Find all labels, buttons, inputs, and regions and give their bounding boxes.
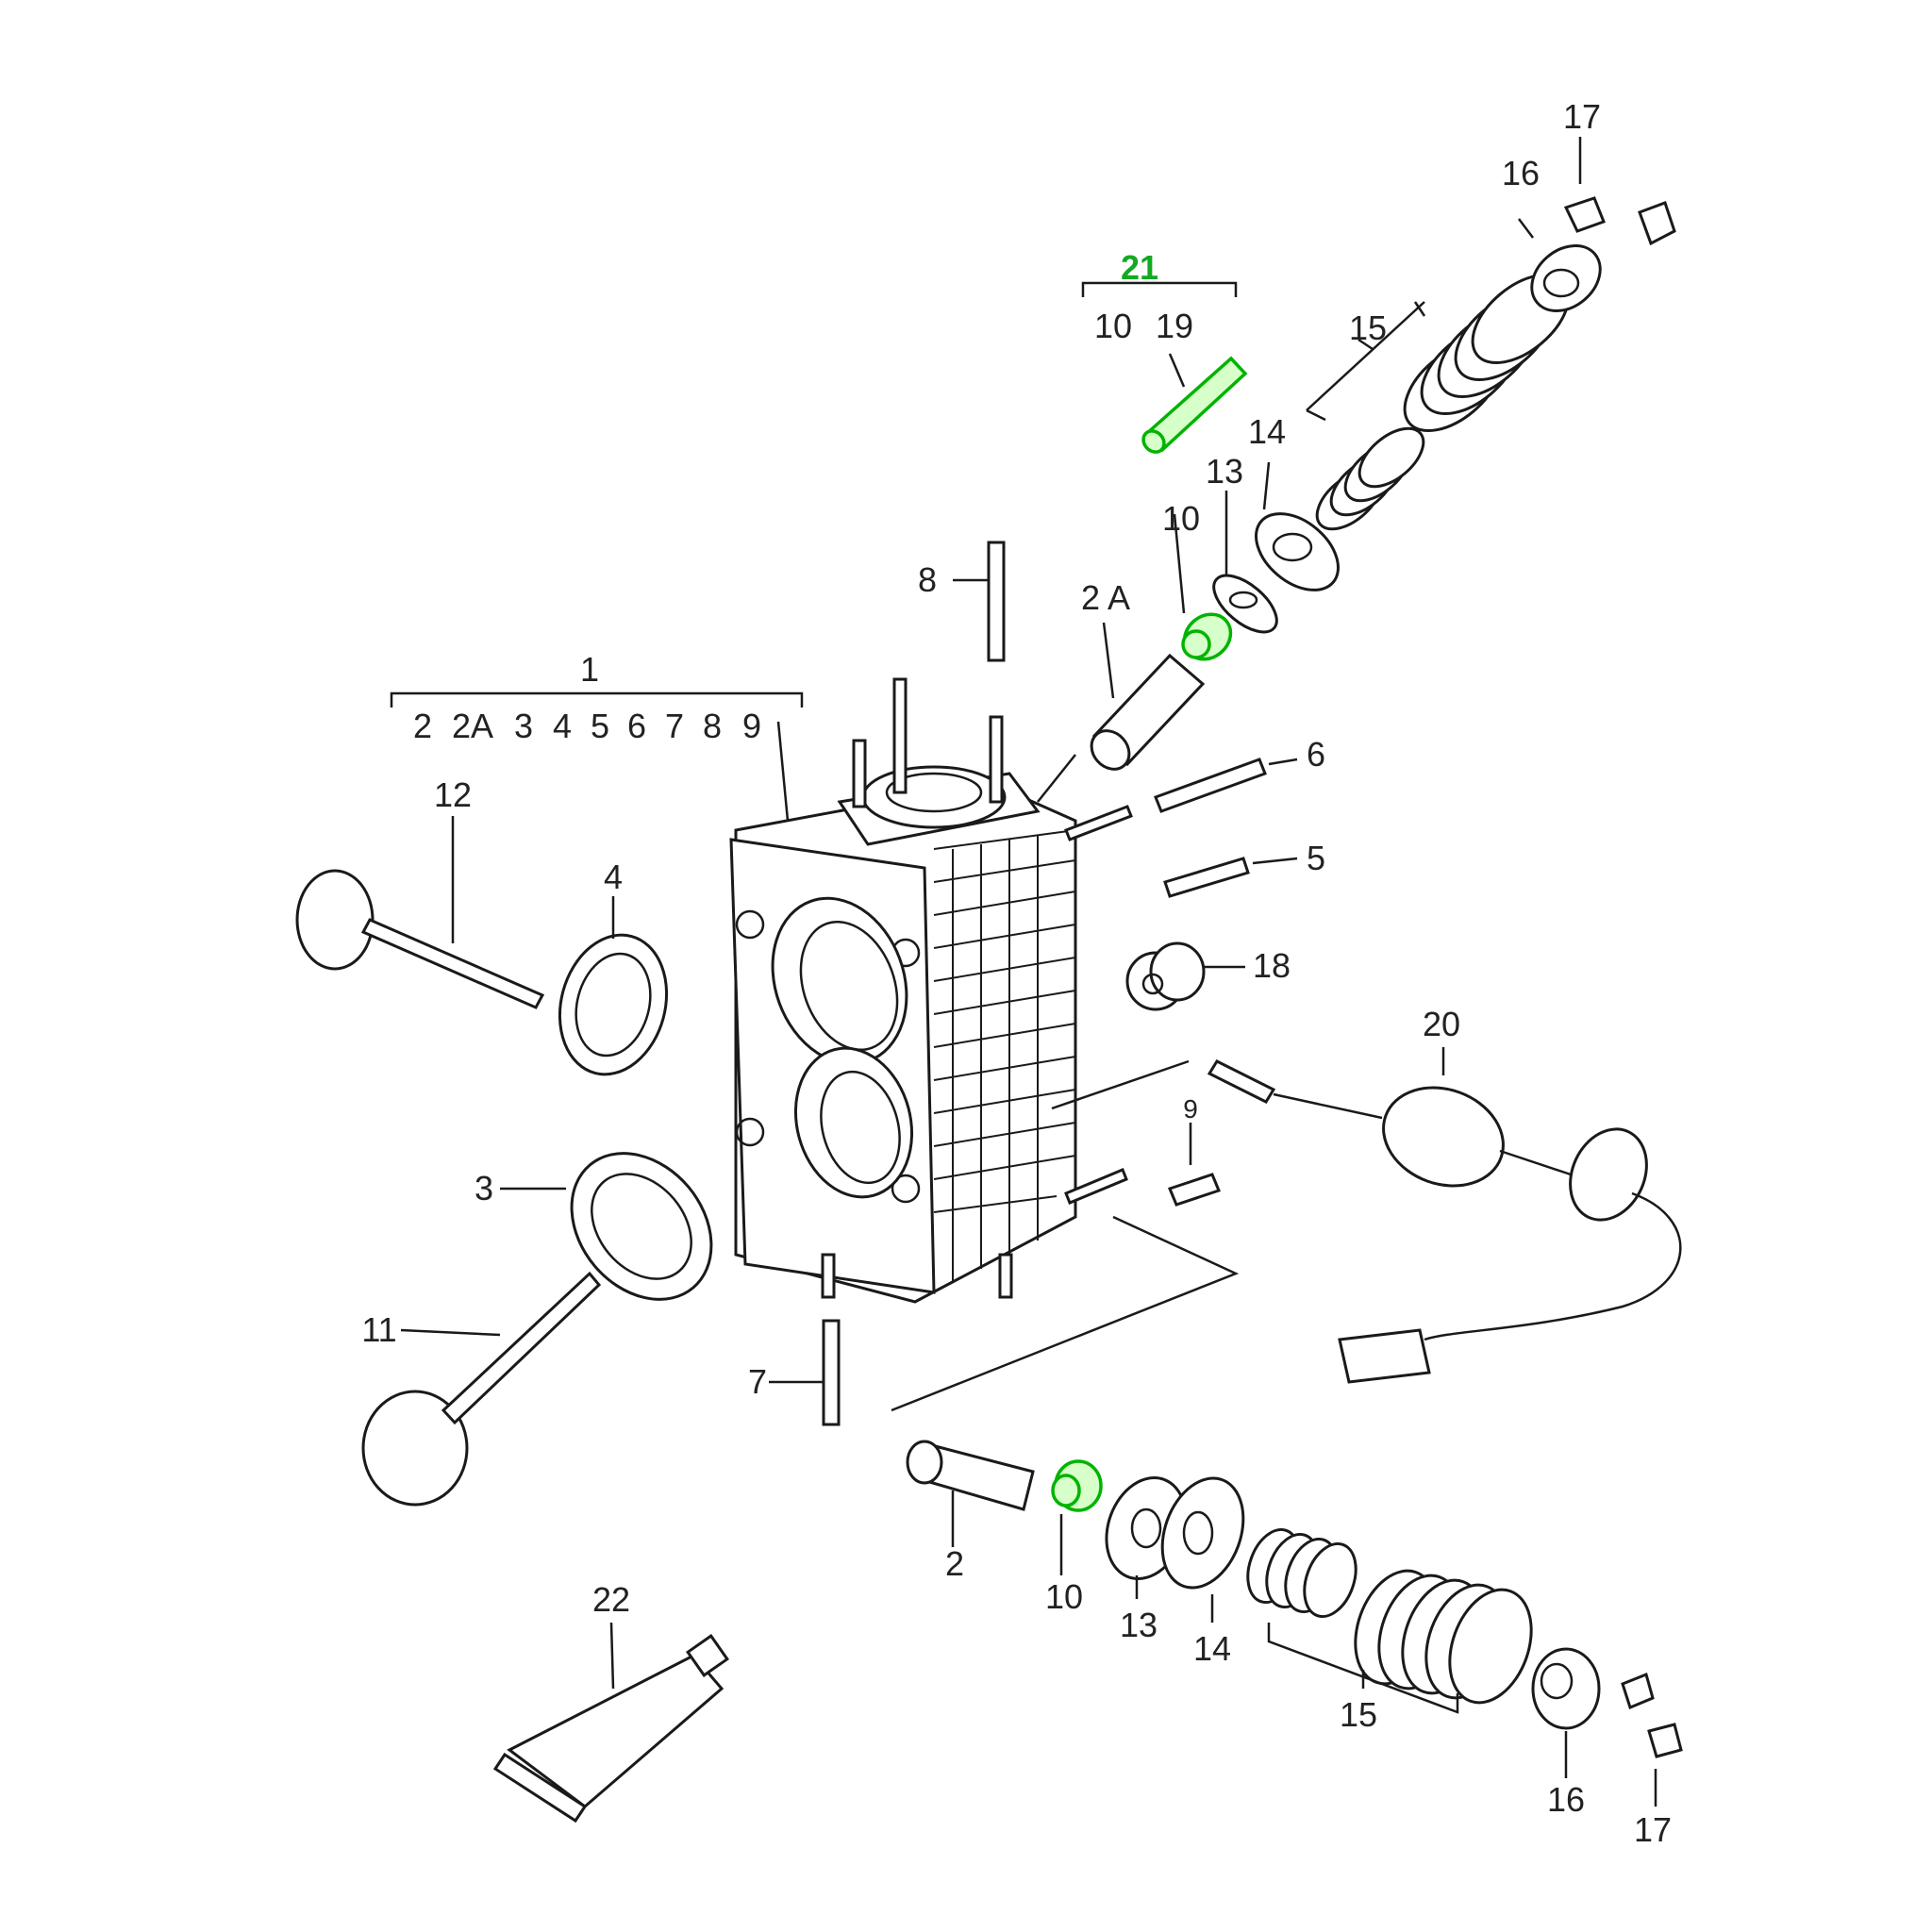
- spring-retainer-16-top: [1530, 244, 1602, 312]
- label-15-bottom: 15: [1340, 1695, 1377, 1734]
- label-3: 3: [475, 1169, 493, 1208]
- label-14-top: 14: [1248, 412, 1286, 451]
- label-group1-4: 4: [553, 707, 572, 745]
- stud-7: [769, 1319, 841, 1426]
- label-group1-7: 7: [665, 707, 684, 745]
- valve-seal-10-top: [1181, 612, 1233, 661]
- label-13-top: 13: [1206, 452, 1243, 491]
- label-19: 19: [1156, 307, 1193, 345]
- label-22: 22: [592, 1580, 630, 1619]
- nut-18: [1125, 941, 1245, 1011]
- label-group1-5: 5: [591, 707, 609, 745]
- washer-13-top: [1212, 574, 1278, 634]
- label-21: 21: [1121, 248, 1158, 287]
- label-group1-2: 2: [413, 707, 432, 745]
- spring-retainer-16-bottom: [1531, 1647, 1601, 1778]
- part-labels: 21 10 19 17 16 15 14 13 10 2 A 8 1 2 2A …: [361, 97, 1672, 1849]
- label-7: 7: [748, 1362, 767, 1401]
- label-13-bottom: 13: [1120, 1606, 1158, 1644]
- valve-guide-2: [906, 1440, 1035, 1547]
- valve-guide-2a: [1090, 653, 1206, 771]
- spring-seat-14-top: [1255, 512, 1340, 591]
- label-9: 9: [1183, 1094, 1198, 1124]
- sealant-tube-22: [492, 1622, 729, 1824]
- valve-seat-3: [500, 1152, 713, 1301]
- label-10-bottom: 10: [1045, 1577, 1083, 1616]
- stud-5: [1163, 857, 1298, 898]
- label-8: 8: [918, 560, 937, 599]
- valve-seal-10-bottom: [1051, 1459, 1103, 1575]
- label-17-bottom: 17: [1634, 1810, 1672, 1849]
- valve-11: [361, 1271, 602, 1507]
- valve-seat-4: [558, 896, 669, 1076]
- label-16-bottom: 16: [1547, 1780, 1585, 1819]
- cylinder-head: [729, 677, 1133, 1304]
- label-14-bottom: 14: [1193, 1629, 1231, 1668]
- cooling-fins: [933, 829, 1076, 1283]
- label-group1-6: 6: [627, 707, 646, 745]
- label-4: 4: [604, 858, 623, 896]
- label-12: 12: [434, 775, 472, 814]
- label-group1-9: 9: [742, 707, 761, 745]
- valve-keepers-17-bottom: [1621, 1672, 1683, 1807]
- spring-seat-14-bottom: [1160, 1476, 1245, 1623]
- label-18: 18: [1253, 946, 1291, 985]
- label-group1-2a: 2A: [452, 707, 493, 745]
- label-2: 2: [945, 1544, 964, 1583]
- dowel-9: [1168, 1123, 1221, 1207]
- label-10-top: 10: [1162, 499, 1200, 538]
- label-2a: 2 A: [1081, 578, 1130, 617]
- valve-12: [295, 816, 545, 1009]
- label-16-top: 16: [1502, 154, 1540, 192]
- label-group1-8: 8: [703, 707, 722, 745]
- valve-guide-19: [1141, 356, 1248, 454]
- label-1: 1: [580, 650, 599, 689]
- valve-springs-15-bottom: [1246, 1527, 1533, 1714]
- label-17-top: 17: [1563, 97, 1601, 136]
- valve-springs-15-top: [1315, 273, 1571, 531]
- label-11: 11: [361, 1310, 396, 1349]
- label-15-top: 15: [1349, 308, 1387, 347]
- stud-6: [1154, 758, 1298, 813]
- sensor-20: [1051, 1047, 1682, 1384]
- label-20: 20: [1423, 1005, 1460, 1043]
- stud-8: [953, 541, 1006, 662]
- label-21-10: 10: [1094, 307, 1132, 345]
- label-5: 5: [1307, 839, 1325, 877]
- valve-keepers-17-top: [1563, 196, 1676, 246]
- label-6: 6: [1307, 735, 1325, 774]
- label-group1-3: 3: [514, 707, 533, 745]
